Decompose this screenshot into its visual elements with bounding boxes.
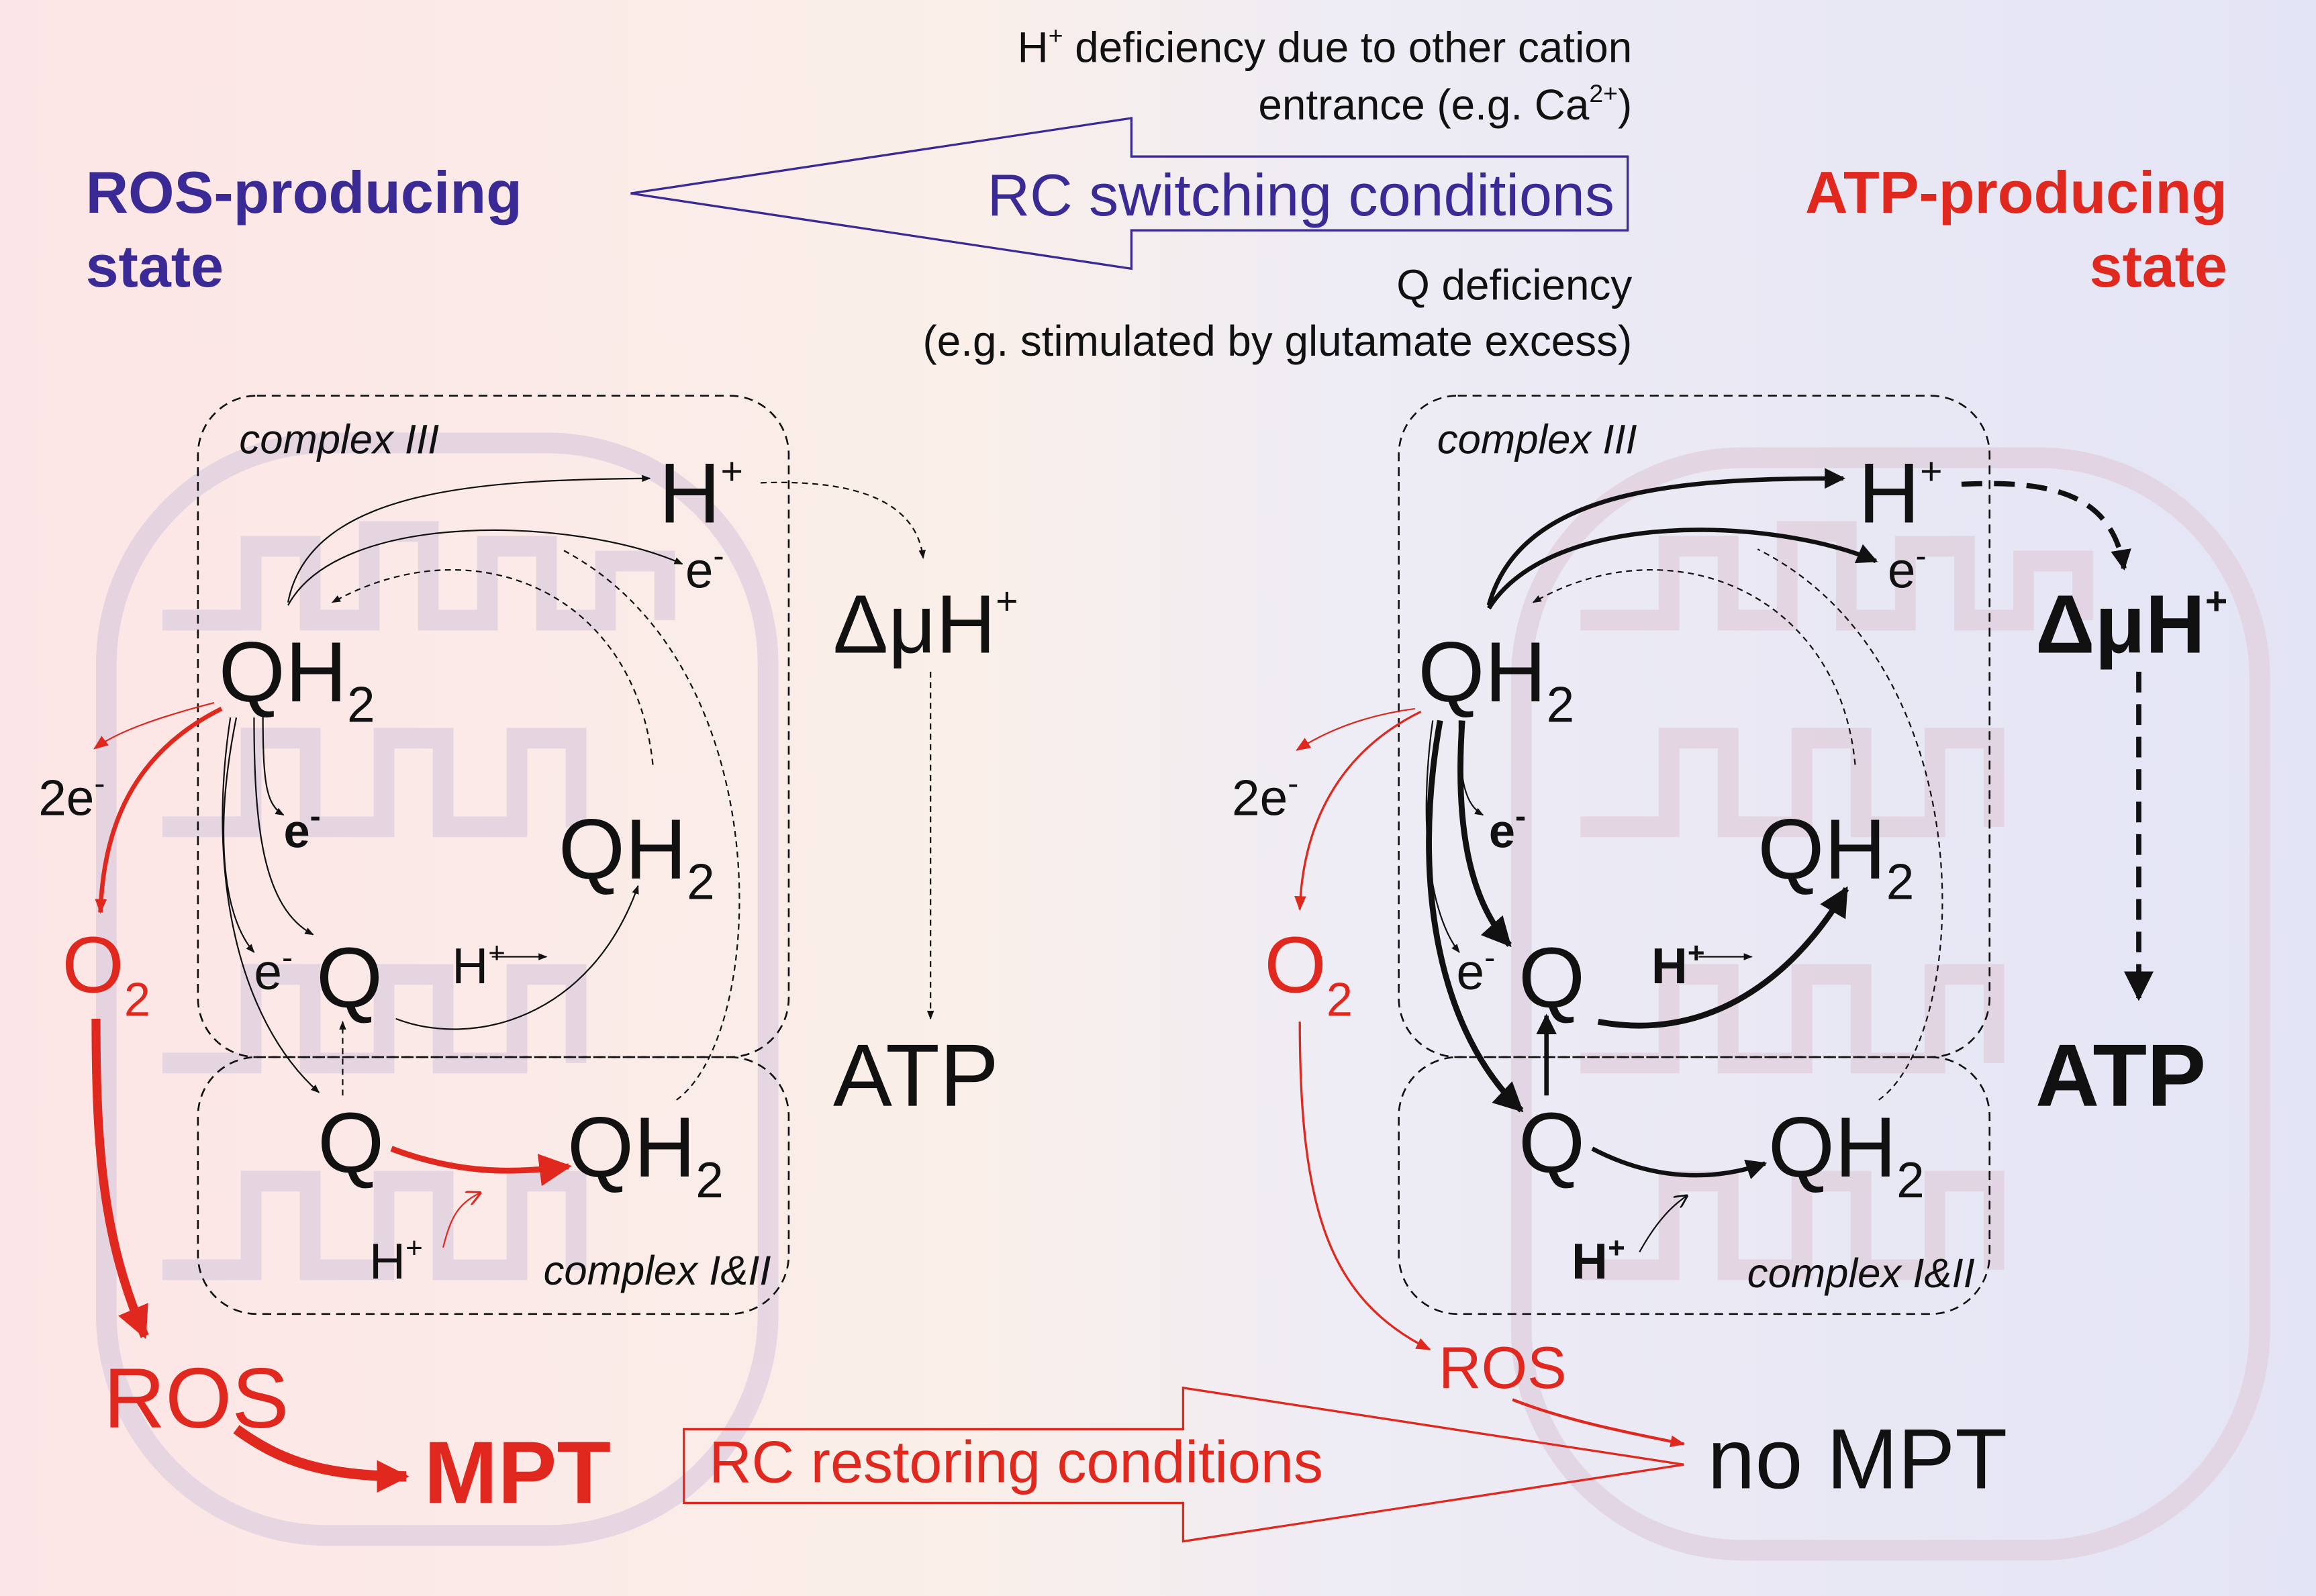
right-complex-i-ii-box bbox=[1398, 1056, 1991, 1315]
right-state-title-line2: state bbox=[2090, 233, 2227, 299]
left-complex-i-ii-box bbox=[197, 1056, 790, 1315]
right-e-bold: e- bbox=[1489, 798, 1526, 858]
left-q-upper: Q bbox=[316, 930, 383, 1026]
right-state-title-line1: ATP-producing bbox=[1805, 159, 2227, 226]
left-red-o2-arrow bbox=[95, 706, 223, 914]
left-red-mpt-arrow bbox=[233, 1425, 409, 1493]
h-deficiency-line1: H+ deficiency due to other cation bbox=[1018, 21, 1633, 71]
left-h-plus-lower: H+ bbox=[369, 1232, 423, 1289]
left-delta-mu-h: ΔμH+ bbox=[833, 578, 1018, 670]
right-2e: 2e- bbox=[1232, 766, 1298, 826]
right-ros: ROS bbox=[1439, 1334, 1567, 1401]
q-deficiency-line1: Q deficiency bbox=[1396, 261, 1632, 309]
right-e-minus-q: e- bbox=[1456, 940, 1495, 1000]
left-mpt: MPT bbox=[424, 1423, 611, 1522]
left-qh2-upper: QH2 bbox=[559, 801, 715, 910]
left-e-minus: e- bbox=[685, 538, 724, 599]
right-qh2-lower: QH2 bbox=[1768, 1099, 1925, 1208]
switch-label: RC switching conditions bbox=[987, 162, 1614, 228]
right-thin-arrows bbox=[1425, 720, 1753, 1252]
left-complex-i-ii-label: complex I&II bbox=[544, 1248, 771, 1294]
right-e-minus: e- bbox=[1888, 538, 1927, 599]
left-red-h-arrow bbox=[442, 1193, 480, 1248]
left-ros: ROS bbox=[103, 1350, 289, 1446]
left-dashed-arrows bbox=[331, 481, 934, 1101]
right-qh2-main: QH2 bbox=[1418, 624, 1574, 733]
left-q-lower: Q bbox=[318, 1095, 384, 1191]
right-dashed-thick bbox=[1961, 481, 2154, 1001]
right-atp: ATP bbox=[2035, 1026, 2206, 1125]
left-qh2-lower: QH2 bbox=[567, 1099, 724, 1208]
switch-arrow-shape bbox=[630, 117, 1629, 270]
right-qh2-upper: QH2 bbox=[1757, 801, 1914, 910]
right-complex-iii-label: complex III bbox=[1437, 416, 1637, 462]
left-h-plus-small: H+ bbox=[452, 936, 505, 994]
h-deficiency-line2: entrance (e.g. Ca2+) bbox=[1258, 79, 1632, 129]
right-h-plus-small: H+ bbox=[1651, 936, 1705, 994]
restore-label: RC restoring conditions bbox=[709, 1429, 1323, 1495]
left-thin-arrows bbox=[222, 475, 683, 1093]
right-no-mpt: no MPT bbox=[1707, 1411, 2007, 1507]
mitochondrion-left-outline bbox=[96, 432, 779, 1546]
left-complex-iii-label: complex III bbox=[239, 416, 439, 462]
left-state-title-line1: ROS-producing bbox=[86, 159, 522, 226]
right-h-plus-lower: H+ bbox=[1572, 1232, 1625, 1289]
left-o2: O2 bbox=[62, 920, 150, 1026]
right-dashed-thin bbox=[1532, 548, 1943, 1101]
q-deficiency-line2: (e.g. stimulated by glutamate excess) bbox=[923, 317, 1633, 365]
left-h-plus: H+ bbox=[659, 446, 743, 542]
left-panel: complex III complex I&II H+ e- QH2 2e- e… bbox=[38, 395, 1018, 1522]
left-qh2-main: QH2 bbox=[219, 624, 375, 733]
left-atp: ATP bbox=[833, 1026, 999, 1125]
mitochondrion-right-outline bbox=[1510, 447, 2270, 1561]
right-delta-mu-h: ΔμH+ bbox=[2035, 578, 2227, 670]
right-o2: O2 bbox=[1264, 920, 1353, 1026]
right-red-thin-arrow bbox=[1295, 707, 1415, 751]
header: ROS-producing state ATP-producing state … bbox=[86, 21, 2227, 365]
left-state-title-line2: state bbox=[86, 233, 224, 299]
right-panel: complex III complex I&II H+ e- QH2 2e- e… bbox=[1232, 395, 2227, 1507]
left-e-bold: e- bbox=[283, 798, 320, 858]
right-q-lower: Q bbox=[1518, 1095, 1585, 1191]
right-thick-arrows bbox=[1426, 468, 1878, 1180]
right-q-upper: Q bbox=[1518, 930, 1585, 1026]
right-red-o2-arrow bbox=[1294, 710, 1422, 911]
right-red-nompt-arrow bbox=[1512, 1398, 1686, 1448]
restore-arrow-shape bbox=[683, 1386, 1684, 1543]
left-red-thin-arrow bbox=[93, 702, 215, 750]
right-complex-i-ii-label: complex I&II bbox=[1747, 1250, 1975, 1297]
left-e-minus-q: e- bbox=[254, 940, 293, 1000]
right-red-ros-arrow bbox=[1298, 1021, 1431, 1351]
left-red-ros-arrow bbox=[91, 1018, 149, 1340]
left-red-q-qh2-arrow bbox=[390, 1146, 572, 1187]
left-2e: 2e- bbox=[38, 766, 105, 826]
right-h-plus: H+ bbox=[1858, 446, 1943, 542]
